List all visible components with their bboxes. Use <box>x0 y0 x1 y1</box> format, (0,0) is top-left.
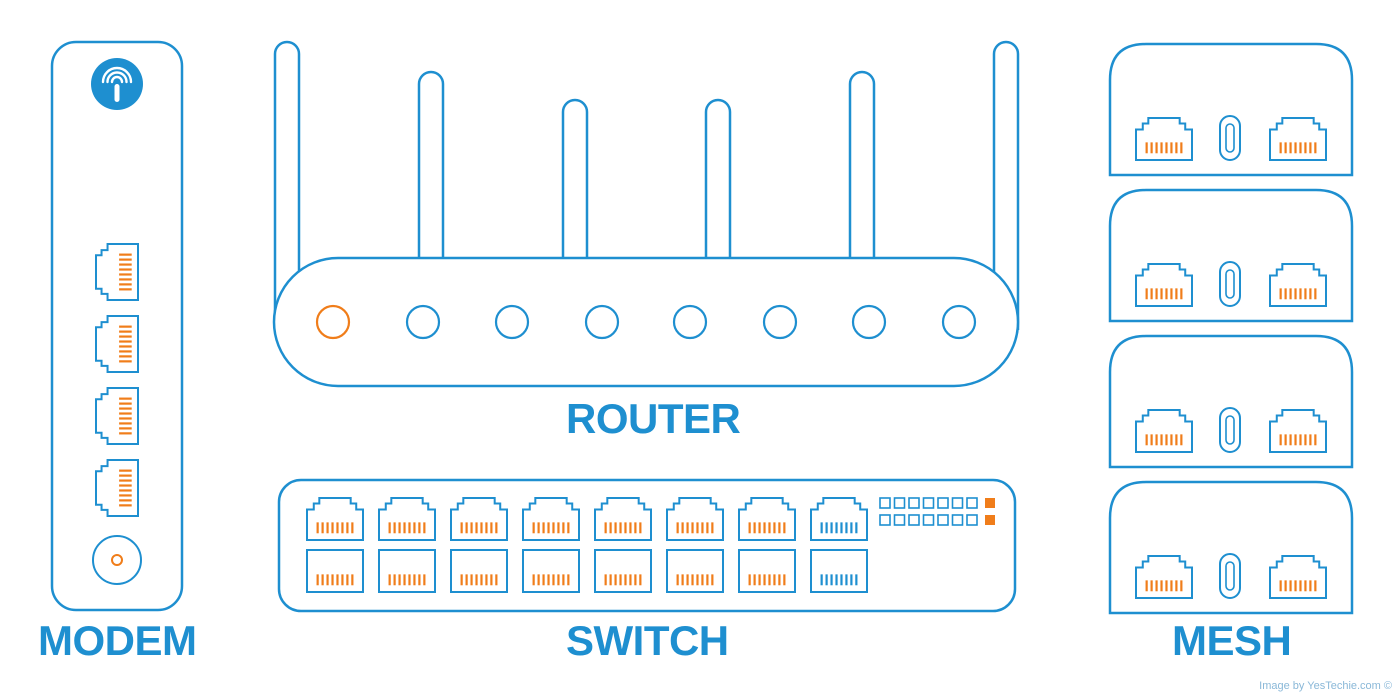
wifi-icon <box>91 58 143 110</box>
switch-status-led <box>879 514 891 526</box>
ethernet-port-icon <box>810 497 868 541</box>
usb-c-port-icon <box>1219 407 1241 453</box>
coax-port-icon <box>92 535 142 585</box>
modem-device <box>50 40 184 612</box>
switch-body <box>277 478 1017 613</box>
antenna <box>561 98 589 258</box>
usb-c-port-icon <box>1225 269 1235 299</box>
ethernet-port-icon <box>666 549 724 593</box>
ethernet-port-icon <box>1135 555 1193 599</box>
modem-label: MODEM <box>38 617 197 664</box>
ethernet-port-icon <box>522 497 580 541</box>
mesh-unit <box>1108 480 1354 615</box>
ethernet-port-icon <box>1269 263 1327 307</box>
switch-status-led <box>951 497 964 509</box>
switch-status-led <box>966 497 978 509</box>
router-led <box>672 304 708 340</box>
ethernet-port-icon <box>738 497 796 541</box>
mesh-unit-body <box>1108 42 1354 177</box>
switch-status-led <box>937 514 949 526</box>
router-body <box>272 256 1020 388</box>
ethernet-port-icon <box>1269 409 1327 453</box>
switch-status-led <box>879 497 891 509</box>
switch-status-led <box>922 497 935 509</box>
ethernet-port-icon <box>95 243 139 301</box>
ethernet-port-icon <box>1135 409 1193 453</box>
ethernet-port-icon <box>594 497 652 541</box>
ethernet-port-icon <box>306 497 364 541</box>
ethernet-port-icon <box>95 315 139 373</box>
ethernet-port-icon <box>1135 263 1193 307</box>
switch-status-led <box>966 514 978 526</box>
router-led <box>851 304 887 340</box>
ethernet-port-icon <box>378 497 436 541</box>
router-led <box>315 304 351 340</box>
usb-c-port-icon <box>1219 261 1241 307</box>
mesh-unit <box>1108 188 1354 323</box>
router-led <box>762 304 798 340</box>
switch-status-led <box>893 497 906 509</box>
antenna <box>704 98 732 258</box>
ethernet-port-icon <box>1135 117 1193 161</box>
switch-activity-led <box>985 498 995 508</box>
usb-c-port-icon <box>1219 115 1241 161</box>
usb-c-port-icon <box>1219 553 1241 599</box>
switch-status-led <box>908 497 920 509</box>
switch-status-led <box>937 497 949 509</box>
switch-status-led <box>922 514 935 526</box>
image-credit: Image by YesTechie.com © <box>1259 680 1392 692</box>
ethernet-port-icon <box>810 549 868 593</box>
switch-status-led <box>893 514 906 526</box>
switch-label: SWITCH <box>566 617 729 664</box>
modem-body <box>50 40 184 612</box>
ethernet-port-icon <box>306 549 364 593</box>
router-led <box>584 304 620 340</box>
ethernet-port-icon <box>666 497 724 541</box>
switch-device <box>277 478 1017 613</box>
mesh-unit-body <box>1108 480 1354 615</box>
ethernet-port-icon <box>378 549 436 593</box>
router-led <box>405 304 441 340</box>
antenna <box>848 70 876 258</box>
router-device <box>272 40 1020 388</box>
antenna <box>417 70 445 258</box>
usb-c-port-icon <box>1225 123 1235 153</box>
ethernet-port-icon <box>95 459 139 517</box>
ethernet-port-icon <box>738 549 796 593</box>
ethernet-port-icon <box>450 549 508 593</box>
ethernet-port-icon <box>1269 555 1327 599</box>
usb-c-port-icon <box>1225 415 1235 445</box>
usb-c-port-icon <box>1225 561 1235 591</box>
ethernet-port-icon <box>522 549 580 593</box>
router-led <box>941 304 977 340</box>
ethernet-port-icon <box>1269 117 1327 161</box>
ethernet-port-icon <box>450 497 508 541</box>
switch-status-led <box>908 514 920 526</box>
switch-activity-led <box>985 515 995 525</box>
mesh-label: MESH <box>1172 617 1292 664</box>
mesh-unit <box>1108 42 1354 177</box>
switch-status-led <box>951 514 964 526</box>
antenna <box>273 40 301 330</box>
mesh-unit-body <box>1108 334 1354 469</box>
router-led <box>494 304 530 340</box>
mesh-devices <box>1108 42 1354 615</box>
router-label: ROUTER <box>566 395 741 442</box>
ethernet-port-icon <box>594 549 652 593</box>
mesh-unit <box>1108 334 1354 469</box>
antenna <box>992 40 1020 330</box>
mesh-unit-body <box>1108 188 1354 323</box>
ethernet-port-icon <box>95 387 139 445</box>
